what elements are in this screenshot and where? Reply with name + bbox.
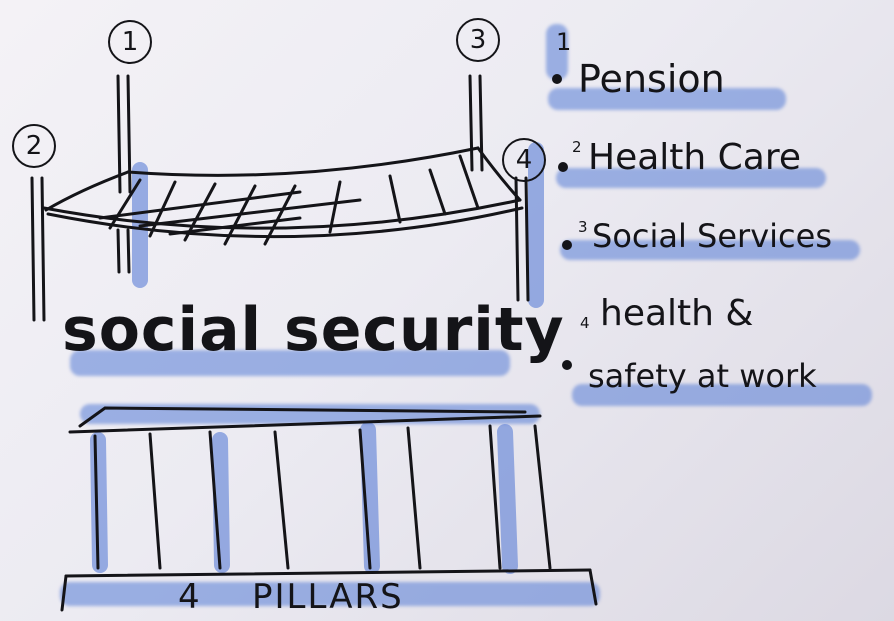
pillars-count: 4 <box>178 577 200 617</box>
highlight-pension <box>548 88 786 110</box>
legend-health-safety-line1: health & <box>600 293 754 334</box>
bullet-icon <box>558 162 568 172</box>
legend-health-care: Health Care <box>588 137 802 178</box>
legend-number-3: 3 <box>578 218 588 236</box>
legend-pension: Pension <box>578 57 725 101</box>
bullet-icon <box>562 360 572 370</box>
pillars-label: PILLARS <box>252 577 404 617</box>
highlight-base <box>60 582 600 606</box>
bullet-icon <box>562 240 572 250</box>
highlight-safety <box>572 384 872 406</box>
page-title: social security <box>62 295 565 365</box>
legend-number-4: 4 <box>580 314 590 332</box>
marker-3: 3 <box>456 18 500 62</box>
marker-2: 2 <box>12 124 56 168</box>
legend-number-2: 2 <box>572 138 582 156</box>
legend-health-safety-line2: safety at work <box>588 357 817 395</box>
marker-1: 1 <box>108 20 152 64</box>
highlight-title <box>70 350 510 376</box>
bullet-icon <box>552 74 562 84</box>
highlight-number-1 <box>546 24 568 80</box>
legend-number-1: 1 <box>556 28 572 56</box>
highlight-health-care <box>556 168 826 188</box>
marker-4: 4 <box>502 138 546 182</box>
highlight-social-services <box>560 240 860 260</box>
legend-social-services: Social Services <box>592 217 832 255</box>
